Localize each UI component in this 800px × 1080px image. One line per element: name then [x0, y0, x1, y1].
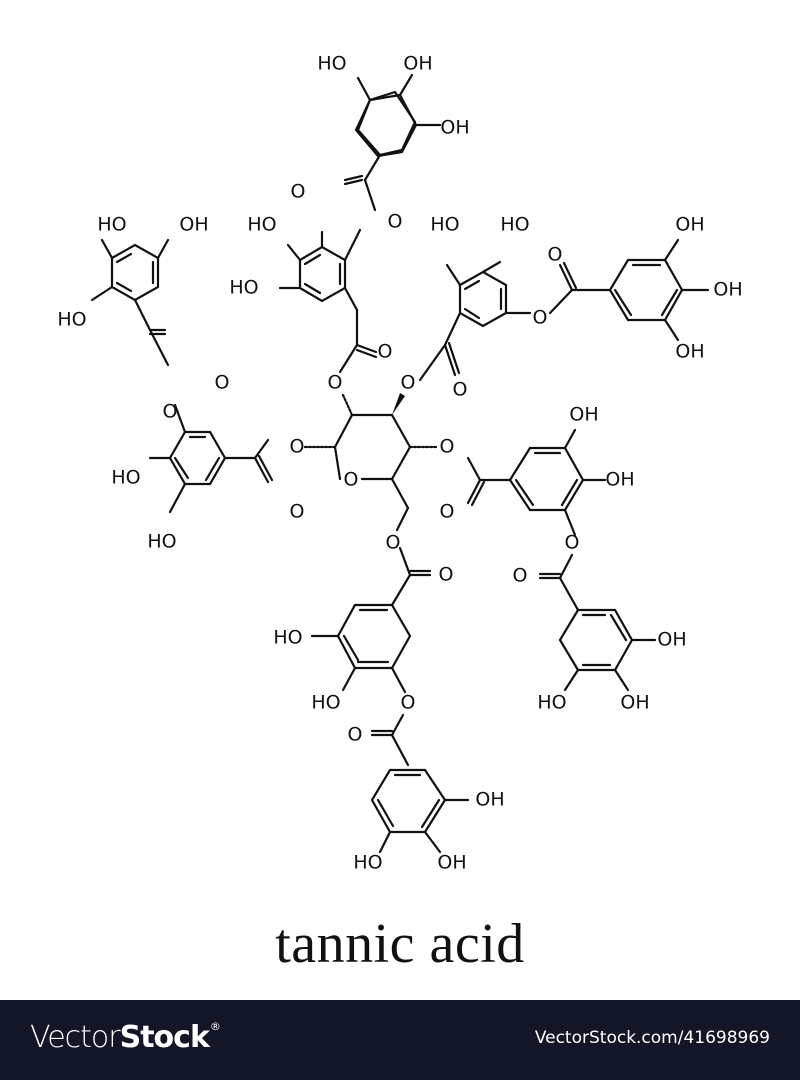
hydroxyl-label: OH: [437, 852, 466, 874]
oxygen-label: O: [440, 501, 455, 523]
hydroxyl-label: HO: [537, 692, 566, 714]
oxygen-label: O: [548, 244, 563, 266]
atom-labels: HO OH OH O O HO HO O O HO OH HO O O HO H…: [57, 53, 742, 874]
hydroxyl-label: OH: [403, 53, 432, 75]
galloyl-top-outer: [343, 73, 442, 212]
image-reference-link[interactable]: VectorStock.com/41698969: [534, 1028, 770, 1048]
registered-mark: ®: [209, 1020, 221, 1033]
hydroxyl-label: HO: [311, 692, 340, 714]
galloyl-left-outer: [90, 238, 170, 367]
galloyl-left-inner: [148, 403, 274, 514]
hydroxyl-label: HO: [317, 53, 346, 75]
oxygen-label: O: [163, 401, 178, 423]
oxygen-label: O: [401, 372, 416, 394]
hydroxyl-label: HO: [500, 214, 529, 236]
oxygen-label: O: [215, 372, 230, 394]
oxygen-label: O: [290, 501, 305, 523]
compound-name-title: tannic acid: [275, 913, 525, 975]
hydroxyl-label: OH: [657, 629, 686, 651]
galloyl-bottom-inner: [310, 546, 432, 694]
hydroxyl-label: HO: [430, 214, 459, 236]
oxygen-label: O: [565, 532, 580, 554]
hydroxyl-label: OH: [569, 404, 598, 426]
oxygen-label: O: [290, 436, 305, 458]
hydroxyl-label: HO: [247, 214, 276, 236]
hydroxyl-label: HO: [273, 627, 302, 649]
galloyl-bottom-outer: [370, 713, 470, 854]
hydroxyl-label: HO: [111, 467, 140, 489]
hydroxyl-label: OH: [605, 469, 634, 491]
galloyl-lower-right-inner: [466, 428, 607, 537]
hydroxyl-label: HO: [229, 277, 258, 299]
oxygen-label: O: [348, 724, 363, 746]
brand-logo: VectorStock®: [30, 1020, 221, 1055]
brand-logo-light: Vector: [30, 1020, 121, 1055]
oxygen-label: O: [513, 565, 528, 587]
oxygen-label: O: [328, 372, 343, 394]
ring-oxygen-label: O: [344, 469, 359, 491]
oxygen-label: O: [439, 564, 454, 586]
galloyl-right-inner: [418, 260, 532, 382]
hydroxyl-label: OH: [179, 214, 208, 236]
watermark-footer: VectorStock® VectorStock.com/41698969: [0, 1000, 800, 1080]
hydroxyl-label: OH: [713, 279, 742, 301]
hydroxyl-label: HO: [97, 214, 126, 236]
galloyl-top-inner: [278, 228, 378, 374]
oxygen-label: O: [533, 307, 548, 329]
galloyl-lower-right-outer: [538, 553, 657, 692]
hydroxyl-label: OH: [675, 214, 704, 236]
oxygen-label: O: [401, 692, 416, 714]
hydroxyl-label: HO: [353, 852, 382, 874]
galloyl-right-outer: [548, 238, 710, 342]
hydroxyl-label: OH: [675, 341, 704, 363]
oxygen-label: O: [453, 379, 468, 401]
brand-logo-bold: Stock: [119, 1020, 210, 1055]
oxygen-label: O: [378, 341, 393, 363]
tannic-acid-structure: HO OH OH O O HO HO O O HO OH HO O O HO H…: [57, 53, 742, 874]
oxygen-label: O: [386, 532, 401, 554]
hydroxyl-label: OH: [620, 692, 649, 714]
glucose-core: [303, 393, 439, 532]
hydroxyl-label: OH: [475, 789, 504, 811]
hydroxyl-label: HO: [57, 309, 86, 331]
hydroxyl-label: HO: [147, 531, 176, 553]
oxygen-label: O: [291, 181, 306, 203]
oxygen-label: O: [388, 211, 403, 233]
hydroxyl-label: OH: [440, 117, 469, 139]
oxygen-label: O: [440, 436, 455, 458]
